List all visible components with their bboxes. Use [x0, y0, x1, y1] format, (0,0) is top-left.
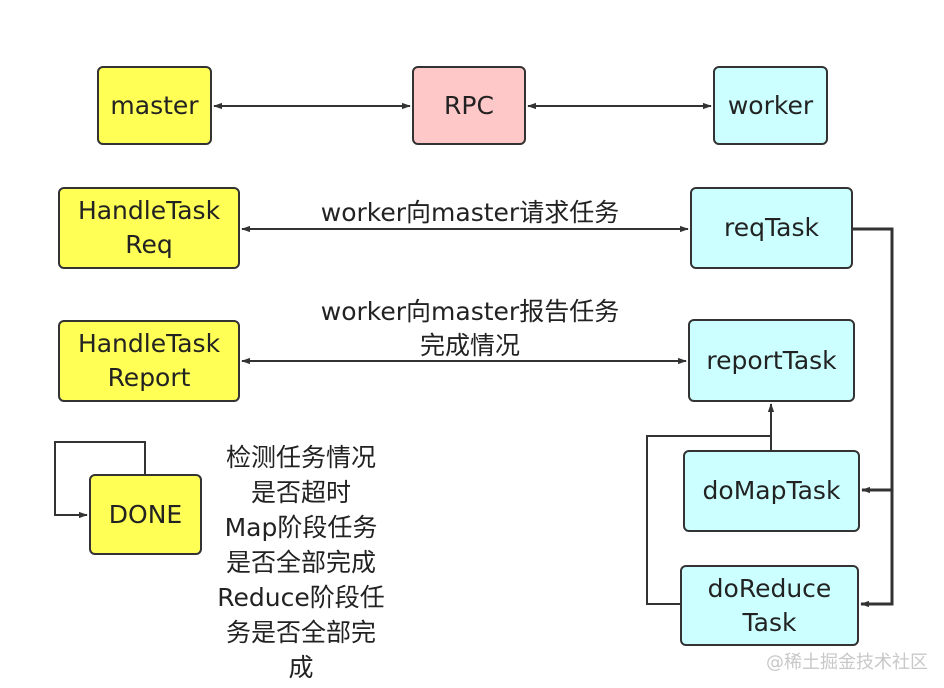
node-report-task: reportTask: [688, 319, 855, 402]
watermark: @稀土掘金技术社区: [766, 652, 928, 673]
done-description: 检测任务情况 是否超时 Map阶段任务 是否全部完成 Reduce阶段任 务是否…: [217, 443, 385, 682]
node-req-task: reqTask: [690, 187, 853, 269]
edge-reqtask-doreduce: [860, 490, 894, 608]
edge-done-loop: [54, 441, 146, 519]
node-do-map-task: doMapTask: [683, 450, 860, 532]
edge-label-report: worker向master报告任务 完成情况: [320, 297, 620, 360]
node-master: master: [97, 66, 212, 145]
edge-reqtask-domap: [853, 227, 894, 494]
node-rpc: RPC: [412, 66, 526, 145]
edge-doreduce-report: [646, 435, 771, 605]
node-handle-task-report: HandleTask Report: [58, 320, 240, 402]
edge-label-request: worker向master请求任务: [320, 198, 620, 227]
node-handle-task-req: HandleTask Req: [58, 187, 240, 269]
node-do-reduce-task: doReduce Task: [680, 565, 859, 646]
node-done: DONE: [89, 474, 202, 555]
node-worker: worker: [713, 66, 828, 145]
